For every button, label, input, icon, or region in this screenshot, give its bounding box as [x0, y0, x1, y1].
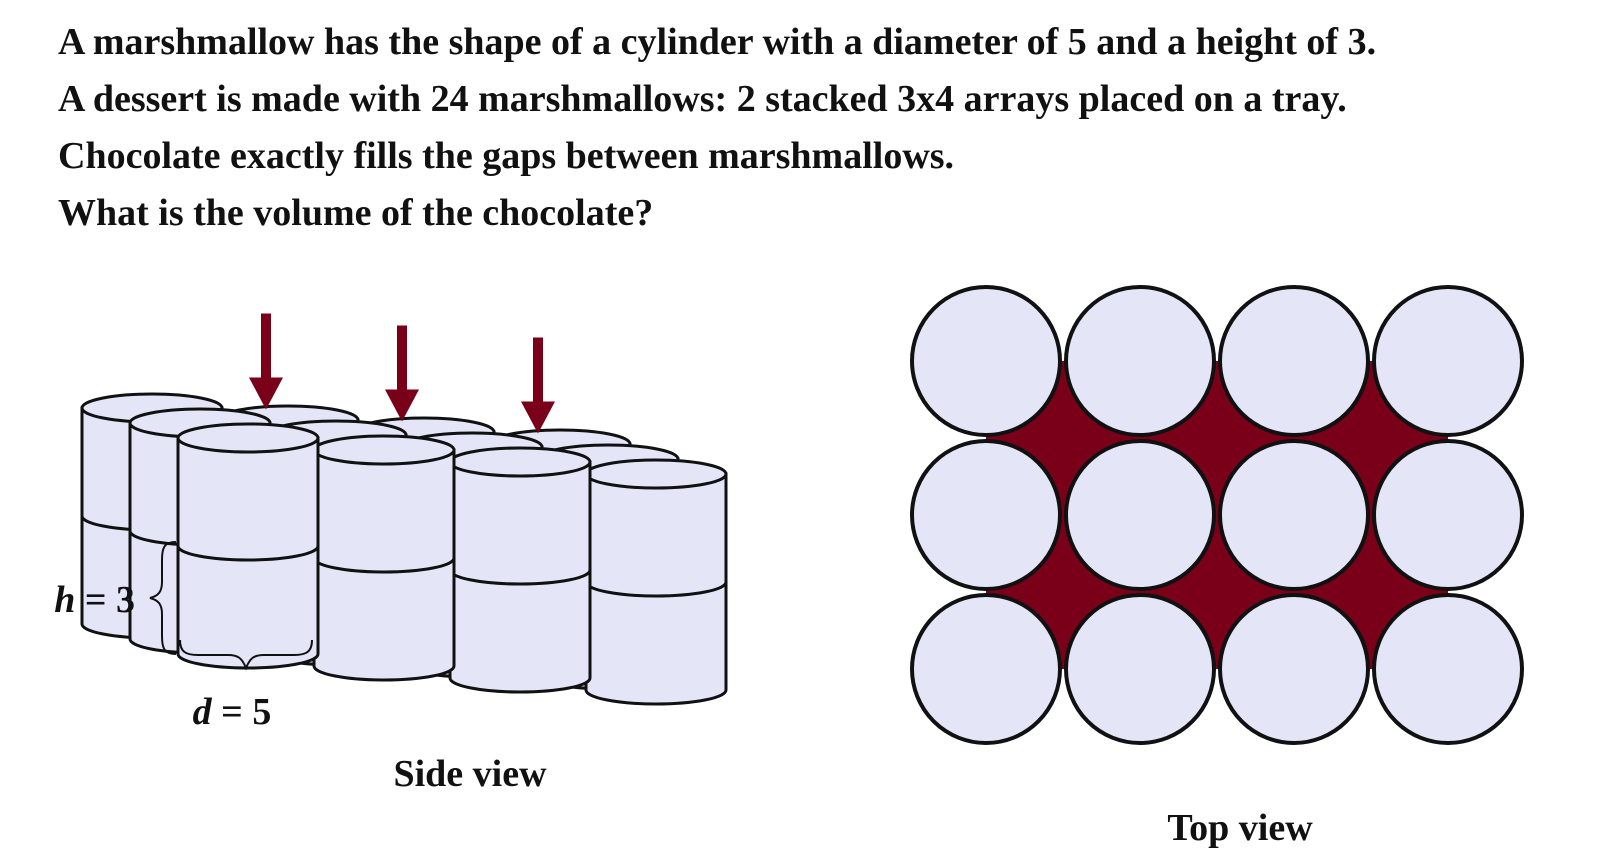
cylinder-top — [176, 422, 320, 454]
side-view-caption: Side view — [393, 753, 547, 795]
cylinder-top — [312, 434, 456, 466]
top-view-caption: Top view — [1167, 807, 1313, 848]
layer-divider — [312, 557, 456, 574]
problem-line-3: Chocolate exactly fills the gaps between… — [58, 135, 955, 177]
cylinder-body — [312, 448, 456, 682]
marshmallow-circle — [1064, 439, 1216, 591]
marshmallow-circle — [1064, 593, 1216, 745]
marshmallow-stack — [584, 458, 728, 706]
cylinder-top — [584, 458, 728, 490]
diameter-label: d = 5 — [193, 691, 272, 733]
cylinder-body — [176, 436, 320, 670]
layer-divider — [176, 545, 320, 562]
marshmallow-stack — [448, 446, 592, 694]
problem-line-4: What is the volume of the chocolate? — [58, 192, 654, 234]
top-view-diagram — [910, 285, 1524, 745]
layer-divider — [448, 569, 592, 586]
chocolate-fill — [986, 361, 1448, 669]
cylinder-body — [584, 472, 728, 706]
height-label: h = 3 — [54, 579, 135, 621]
marshmallow-stack — [176, 422, 320, 670]
marshmallow-circle — [1064, 285, 1216, 437]
cylinder-top — [448, 446, 592, 478]
diameter-brace — [179, 639, 313, 671]
chocolate-gap-arrow — [385, 325, 419, 422]
marshmallow-circle — [910, 593, 1062, 745]
cylinder-body — [448, 460, 592, 694]
marshmallow-circle — [910, 285, 1062, 437]
marshmallow-circle — [1372, 285, 1524, 437]
marshmallow-stack — [312, 434, 456, 682]
marshmallow-circle — [1218, 593, 1370, 745]
marshmallow-circle — [910, 439, 1062, 591]
problem-line-1: A marshmallow has the shape of a cylinde… — [58, 21, 1377, 63]
height-brace — [149, 541, 177, 655]
chocolate-gap-arrow — [249, 313, 283, 410]
problem-line-2: A dessert is made with 24 marshmallows: … — [58, 78, 1347, 120]
chocolate-gap-arrow — [521, 337, 555, 434]
marshmallow-circle — [1218, 285, 1370, 437]
marshmallow-circle — [1218, 439, 1370, 591]
problem-statement: A marshmallow has the shape of a cylinde… — [58, 14, 1578, 242]
marshmallow-circle — [1372, 593, 1524, 745]
marshmallow-circle — [1372, 439, 1524, 591]
layer-divider — [584, 581, 728, 598]
side-view-diagram — [80, 313, 728, 706]
